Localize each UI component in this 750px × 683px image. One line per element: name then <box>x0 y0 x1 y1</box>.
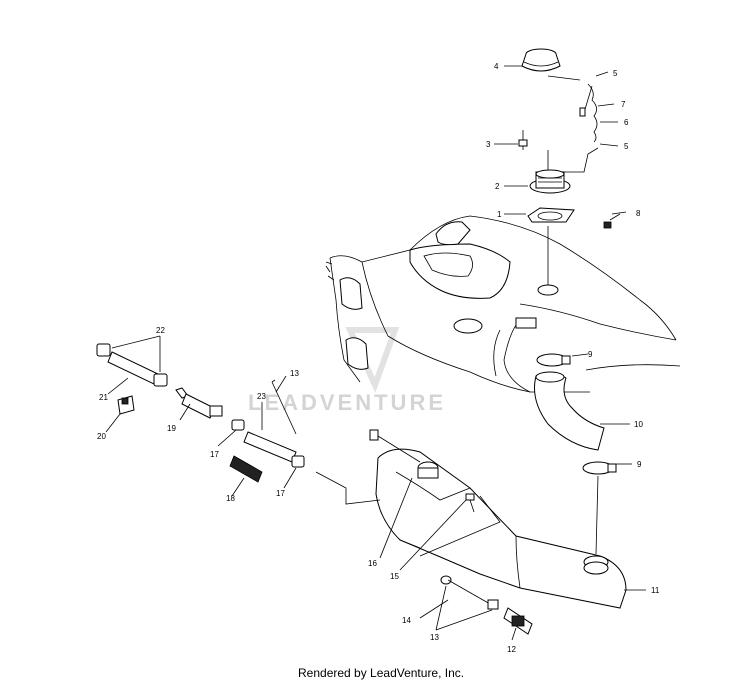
callout-1: 1 <box>497 210 502 219</box>
watermark-text: LEADVENTURE <box>248 390 446 415</box>
leader-13-bottom <box>435 585 493 631</box>
callout-6: 6 <box>624 118 629 127</box>
clamp-9-bottom[interactable] <box>582 461 617 475</box>
callout-10: 10 <box>634 420 643 429</box>
bushing-17-bottom[interactable] <box>291 455 305 468</box>
valve-12[interactable] <box>503 607 533 635</box>
callout-18: 18 <box>226 494 235 503</box>
tether-cord <box>547 75 598 143</box>
callout-14: 14 <box>402 616 411 625</box>
leader-22 <box>111 335 161 372</box>
bushing-17-top[interactable] <box>231 419 245 431</box>
fender-body <box>325 215 681 393</box>
connector-line-right <box>419 495 501 557</box>
callout-13: 13 <box>290 369 299 378</box>
leader-15 <box>399 499 467 571</box>
callout-11: 11 <box>651 586 660 595</box>
fuel-cap[interactable] <box>521 48 561 72</box>
vent-fitting-15[interactable] <box>465 493 475 513</box>
hose-axis-line <box>595 475 599 555</box>
tank-neck[interactable] <box>583 555 609 575</box>
leader-12 <box>511 627 517 641</box>
pivot-tube[interactable] <box>107 351 159 385</box>
callout-15: 15 <box>390 572 399 581</box>
callout-3: 3 <box>486 140 491 149</box>
callout-22: 22 <box>156 326 165 335</box>
callout-16: 16 <box>368 559 377 568</box>
leader-18 <box>231 477 245 497</box>
connector-line-left <box>315 471 381 505</box>
callout-7: 7 <box>621 100 626 109</box>
callout-9: 9 <box>637 460 642 469</box>
callout-5: 5 <box>624 142 629 151</box>
leader-21 <box>107 377 129 395</box>
screw[interactable] <box>518 130 528 150</box>
leader-20 <box>105 413 121 433</box>
callout-20: 20 <box>97 432 106 441</box>
callout-5: 5 <box>613 69 618 78</box>
leader-17-bottom <box>283 467 297 489</box>
rod-13-top[interactable] <box>271 379 297 435</box>
leader-17-top <box>217 429 237 447</box>
callout-2: 2 <box>495 182 500 191</box>
leader-9-top <box>571 353 589 357</box>
clip-screw[interactable] <box>603 213 621 229</box>
leader-14 <box>419 599 449 619</box>
pickup-tube-14[interactable] <box>440 575 499 610</box>
clamp-9-top[interactable] <box>536 353 571 367</box>
gasket[interactable] <box>527 207 575 223</box>
callout-13: 13 <box>430 633 439 642</box>
fuel-hose[interactable] <box>534 371 605 451</box>
callout-17: 17 <box>276 489 285 498</box>
callout-12: 12 <box>507 645 516 654</box>
clip-20[interactable] <box>117 395 135 415</box>
callout-23: 23 <box>257 392 266 401</box>
bushing-right[interactable] <box>153 373 168 387</box>
leader-16 <box>379 477 413 559</box>
callout-21: 21 <box>99 393 108 402</box>
callout-19: 19 <box>167 424 176 433</box>
footer-credit: Rendered by LeadVenture, Inc. <box>298 666 464 680</box>
callout-9: 9 <box>588 350 593 359</box>
bushing-left[interactable] <box>96 343 111 357</box>
shaft-19[interactable] <box>175 387 223 419</box>
fuel-tank[interactable] <box>375 448 627 609</box>
callout-4: 4 <box>494 62 499 71</box>
leader-lines-top <box>494 65 627 215</box>
callout-8: 8 <box>636 209 641 218</box>
fuel-line-16[interactable] <box>369 429 439 479</box>
leader-19 <box>179 403 191 421</box>
filler-neck[interactable] <box>529 169 571 194</box>
callout-17: 17 <box>210 450 219 459</box>
callout-labels: 4 5 7 6 5 3 2 1 8 22 9 21 13 23 20 19 10… <box>97 62 660 654</box>
leader-13-top <box>275 375 287 393</box>
spring-18[interactable] <box>229 455 263 483</box>
